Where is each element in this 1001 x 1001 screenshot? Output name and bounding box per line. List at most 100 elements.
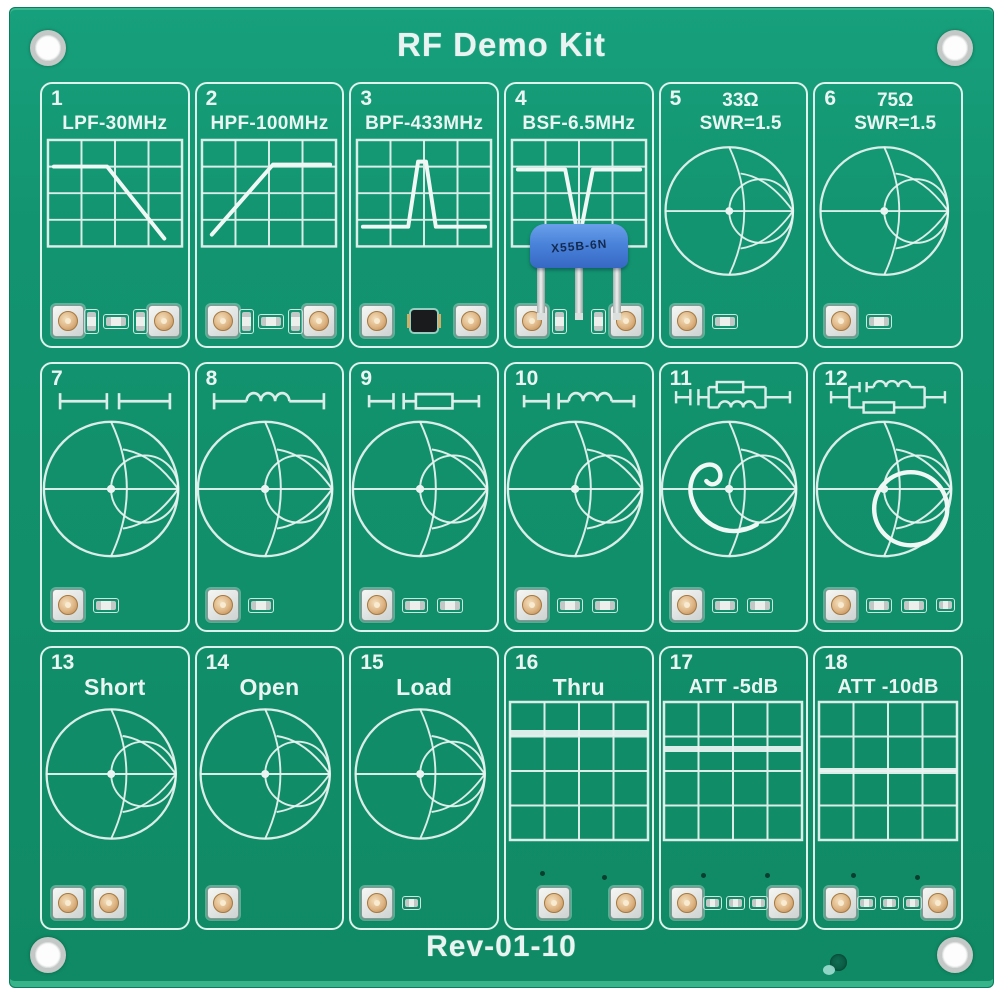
- ufl-connector: [825, 305, 858, 337]
- impedance-label: 75Ω: [876, 90, 914, 111]
- section-number: 5: [669, 87, 682, 110]
- impedance-label: 33Ω: [722, 90, 759, 111]
- smd-resistor: [257, 313, 284, 329]
- smd-capacitor: [402, 597, 429, 613]
- mounting-hole: [937, 30, 973, 66]
- section-11-capacitor-parallel-rl: 11: [658, 362, 809, 632]
- section-number: 1: [51, 87, 63, 110]
- smith-chart: [199, 708, 332, 840]
- component-leg: [574, 257, 583, 320]
- smd-capacitor: [552, 308, 567, 334]
- section-13-short: 13 Short: [40, 646, 190, 930]
- section-7-series-capacitor: 7: [40, 362, 190, 632]
- component-row: [361, 589, 487, 621]
- smd-capacitor: [84, 308, 99, 334]
- component-row: [206, 589, 333, 621]
- section-number: 12: [824, 367, 848, 390]
- ufl-connector: [52, 305, 84, 337]
- section-number: 4: [515, 87, 527, 110]
- section-16-thru: 16 Thru: [504, 646, 654, 930]
- board-revision: Rev-01-10: [426, 930, 577, 963]
- smd-inductor: [901, 597, 928, 613]
- section-number: 17: [669, 651, 694, 674]
- section-number: 10: [515, 367, 539, 390]
- via-dot: [851, 873, 857, 878]
- attenuator-response-graph: [663, 700, 804, 842]
- section-17-att-5db: 17 ATT -5dB: [658, 646, 809, 930]
- smd-resistor: [748, 896, 768, 910]
- via-dot: [700, 873, 706, 878]
- ufl-connector: [52, 589, 84, 621]
- section-number: 11: [669, 367, 692, 390]
- smd-capacitor: [590, 308, 606, 334]
- swr-label: SWR=1.5: [699, 113, 782, 134]
- via-dot: [764, 873, 770, 878]
- thru-response-graph: [508, 700, 650, 842]
- component-marking: X55B-6N: [550, 236, 608, 256]
- component-row: [670, 305, 797, 337]
- pcb-board: RF Demo Kit 1 LPF-30MHz: [9, 7, 994, 988]
- smith-chart: [351, 420, 489, 558]
- section-number: 16: [515, 651, 539, 674]
- series-capacitor-inductor-symbol: [522, 391, 636, 410]
- smd-components: [590, 305, 642, 337]
- section-label: Open: [239, 674, 300, 700]
- section-number: 13: [51, 651, 75, 674]
- ceramic-filter-component: X55B-6N: [529, 224, 628, 268]
- series-inductor-symbol: [213, 391, 326, 410]
- test-point-dot: [823, 954, 847, 975]
- ufl-connector: [206, 305, 239, 337]
- component-row: [670, 589, 797, 621]
- smd-capacitor: [287, 308, 303, 334]
- smd-resistor: [711, 597, 738, 613]
- ufl-connector: [206, 589, 239, 621]
- component-row: [825, 305, 951, 337]
- component-row: [670, 887, 800, 919]
- attenuator-response-graph: [817, 700, 959, 842]
- ufl-connector: [538, 887, 570, 919]
- section-number: 2: [205, 87, 218, 110]
- section-number: 15: [360, 651, 384, 674]
- smd-capacitor: [936, 598, 956, 612]
- ufl-connector: [454, 305, 487, 337]
- highpass-response-graph: [201, 138, 338, 248]
- smd-capacitor: [93, 597, 119, 613]
- ufl-connector: [516, 305, 548, 337]
- section-number: 9: [360, 367, 373, 390]
- ufl-connector: [670, 305, 703, 337]
- section-number: 7: [51, 367, 63, 390]
- section-label: HPF-100MHz: [210, 113, 329, 134]
- section-label: LPF-30MHz: [62, 113, 168, 134]
- smd-capacitor: [238, 308, 254, 334]
- component-row: [825, 589, 956, 621]
- component-row: [52, 887, 178, 919]
- section-2-hpf: 2 HPF-100MHz: [194, 82, 345, 348]
- section-label: BSF-6.5MHz: [522, 113, 636, 134]
- ufl-connector: [825, 887, 858, 919]
- ufl-connector: [361, 305, 394, 337]
- smith-chart: [354, 708, 487, 840]
- smith-chart: [664, 146, 795, 276]
- bandpass-response-graph: [355, 138, 493, 248]
- smd-resistor: [702, 896, 722, 910]
- smd-components: [84, 308, 148, 334]
- smith-chart: [42, 420, 180, 558]
- component-row: [361, 887, 487, 919]
- section-6-swr-75ohm: 6 75Ω SWR=1.5: [813, 82, 963, 348]
- ufl-connector: [93, 887, 125, 919]
- component-row: [52, 589, 178, 621]
- section-number: 3: [360, 87, 373, 110]
- ufl-connector: [767, 887, 800, 919]
- series-capacitor-symbol: [58, 393, 172, 410]
- component-leg: [536, 257, 545, 320]
- component-row: [516, 887, 642, 919]
- ufl-connector: [52, 887, 84, 919]
- smd-resistor: [903, 896, 923, 910]
- component-legs: [536, 257, 621, 320]
- smd-inductor: [247, 597, 274, 613]
- component-leg: [612, 257, 621, 320]
- smd-resistor: [880, 896, 900, 910]
- component-row: [361, 305, 487, 337]
- section-number: 14: [205, 651, 230, 674]
- parallel-cl-resistor-symbol: [830, 380, 947, 414]
